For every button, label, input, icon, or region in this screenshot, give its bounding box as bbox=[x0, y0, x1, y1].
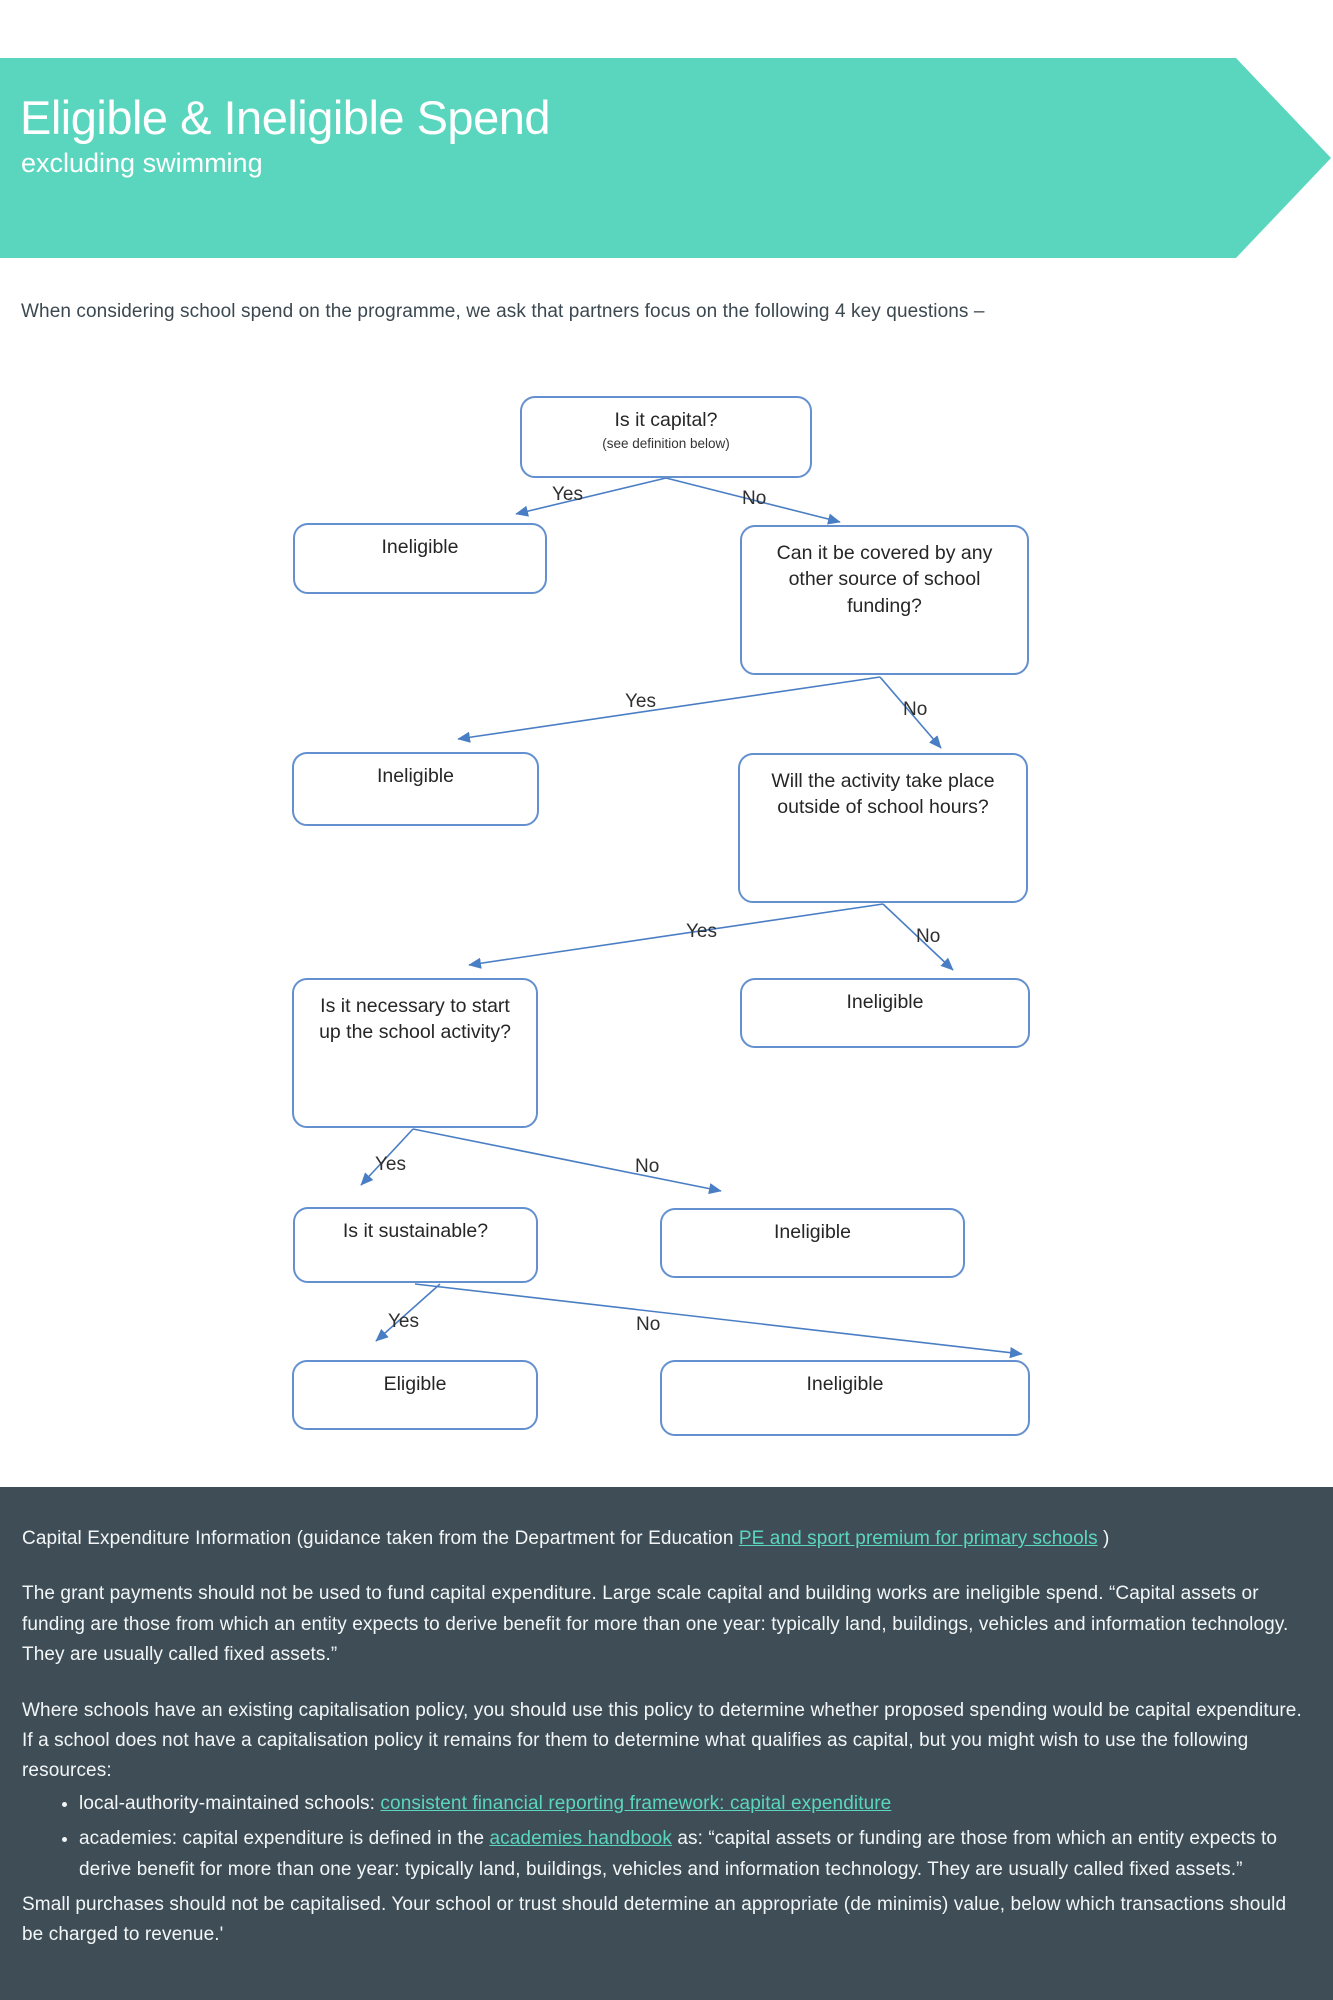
flow-node-ineligible-2: Ineligible bbox=[292, 752, 539, 826]
flow-label-no-3: No bbox=[916, 926, 941, 947]
capital-expenditure-heading-text: Capital Expenditure Information (guidanc… bbox=[22, 1528, 739, 1549]
flow-node-ineligible-4: Ineligible bbox=[660, 1208, 965, 1278]
academies-text-after: as: “capital assets or funding are those… bbox=[79, 1828, 1277, 1880]
la-schools-text: local-authority-maintained schools: bbox=[79, 1792, 381, 1814]
flow-node-eligible: Eligible bbox=[292, 1360, 538, 1430]
resources-list: local-authority-maintained schools: cons… bbox=[22, 1789, 1311, 1885]
flow-node-ineligible-5: Ineligible bbox=[660, 1360, 1030, 1436]
page-subtitle: excluding swimming bbox=[21, 148, 263, 178]
flow-node-start-up-activity: Is it necessary to start up the school a… bbox=[292, 978, 538, 1128]
flow-label-yes-5: Yes bbox=[388, 1311, 419, 1332]
flow-node-note: (see definition below) bbox=[602, 436, 730, 452]
grant-payments-paragraph: The grant payments should not be used to… bbox=[22, 1583, 1289, 1666]
flow-node-other-funding: Can it be covered by any other source of… bbox=[740, 525, 1029, 675]
flow-label-no-5: No bbox=[636, 1314, 661, 1335]
capital-expenditure-heading: Capital Expenditure Information (guidanc… bbox=[22, 1524, 1311, 1554]
flow-node-question: Is it capital? bbox=[614, 409, 718, 431]
flow-label-yes-4: Yes bbox=[375, 1154, 406, 1175]
page-title: Eligible & Ineligible Spend bbox=[20, 91, 550, 144]
link-consistent-financial-reporting[interactable]: consistent financial reporting framework… bbox=[380, 1792, 892, 1814]
link-academies-handbook[interactable]: academies handbook bbox=[489, 1828, 672, 1850]
link-pe-and-sport-premium[interactable]: PE and sport premium for primary schools bbox=[738, 1528, 1098, 1549]
small-purchases-paragraph: Small purchases should not be capitalise… bbox=[22, 1893, 1287, 1946]
flow-label-no-4: No bbox=[635, 1156, 660, 1177]
flow-node-ineligible-1: Ineligible bbox=[293, 523, 547, 594]
flow-node-is-it-capital: Is it capital? (see definition below) bbox=[520, 396, 812, 478]
flow-label-no-2: No bbox=[903, 699, 928, 720]
flow-node-is-it-sustainable: Is it sustainable? bbox=[293, 1207, 538, 1283]
capitalisation-policy-paragraph: Where schools have an existing capitalis… bbox=[22, 1699, 1302, 1721]
list-item-academies: academies: capital expenditure is define… bbox=[79, 1824, 1311, 1885]
header-banner-arrow: Eligible & Ineligible Spend excluding sw… bbox=[0, 58, 1331, 258]
flow-label-yes-1: Yes bbox=[552, 484, 583, 505]
intro-text: When considering school spend on the pro… bbox=[21, 301, 985, 322]
capital-expenditure-heading-close: ) bbox=[1097, 1528, 1110, 1549]
academies-text: academies: capital expenditure is define… bbox=[79, 1828, 490, 1850]
flow-node-ineligible-3: Ineligible bbox=[740, 978, 1030, 1048]
capital-expenditure-section: Capital Expenditure Information (guidanc… bbox=[0, 1487, 1333, 2000]
flow-node-outside-school-hours: Will the activity take place outside of … bbox=[738, 753, 1028, 903]
list-item-la-schools: local-authority-maintained schools: cons… bbox=[79, 1789, 1311, 1819]
no-policy-paragraph: If a school does not have a capitalisati… bbox=[22, 1729, 1249, 1782]
flow-label-no-1: No bbox=[742, 488, 767, 509]
flow-label-yes-3: Yes bbox=[686, 921, 717, 942]
flow-label-yes-2: Yes bbox=[625, 691, 656, 712]
